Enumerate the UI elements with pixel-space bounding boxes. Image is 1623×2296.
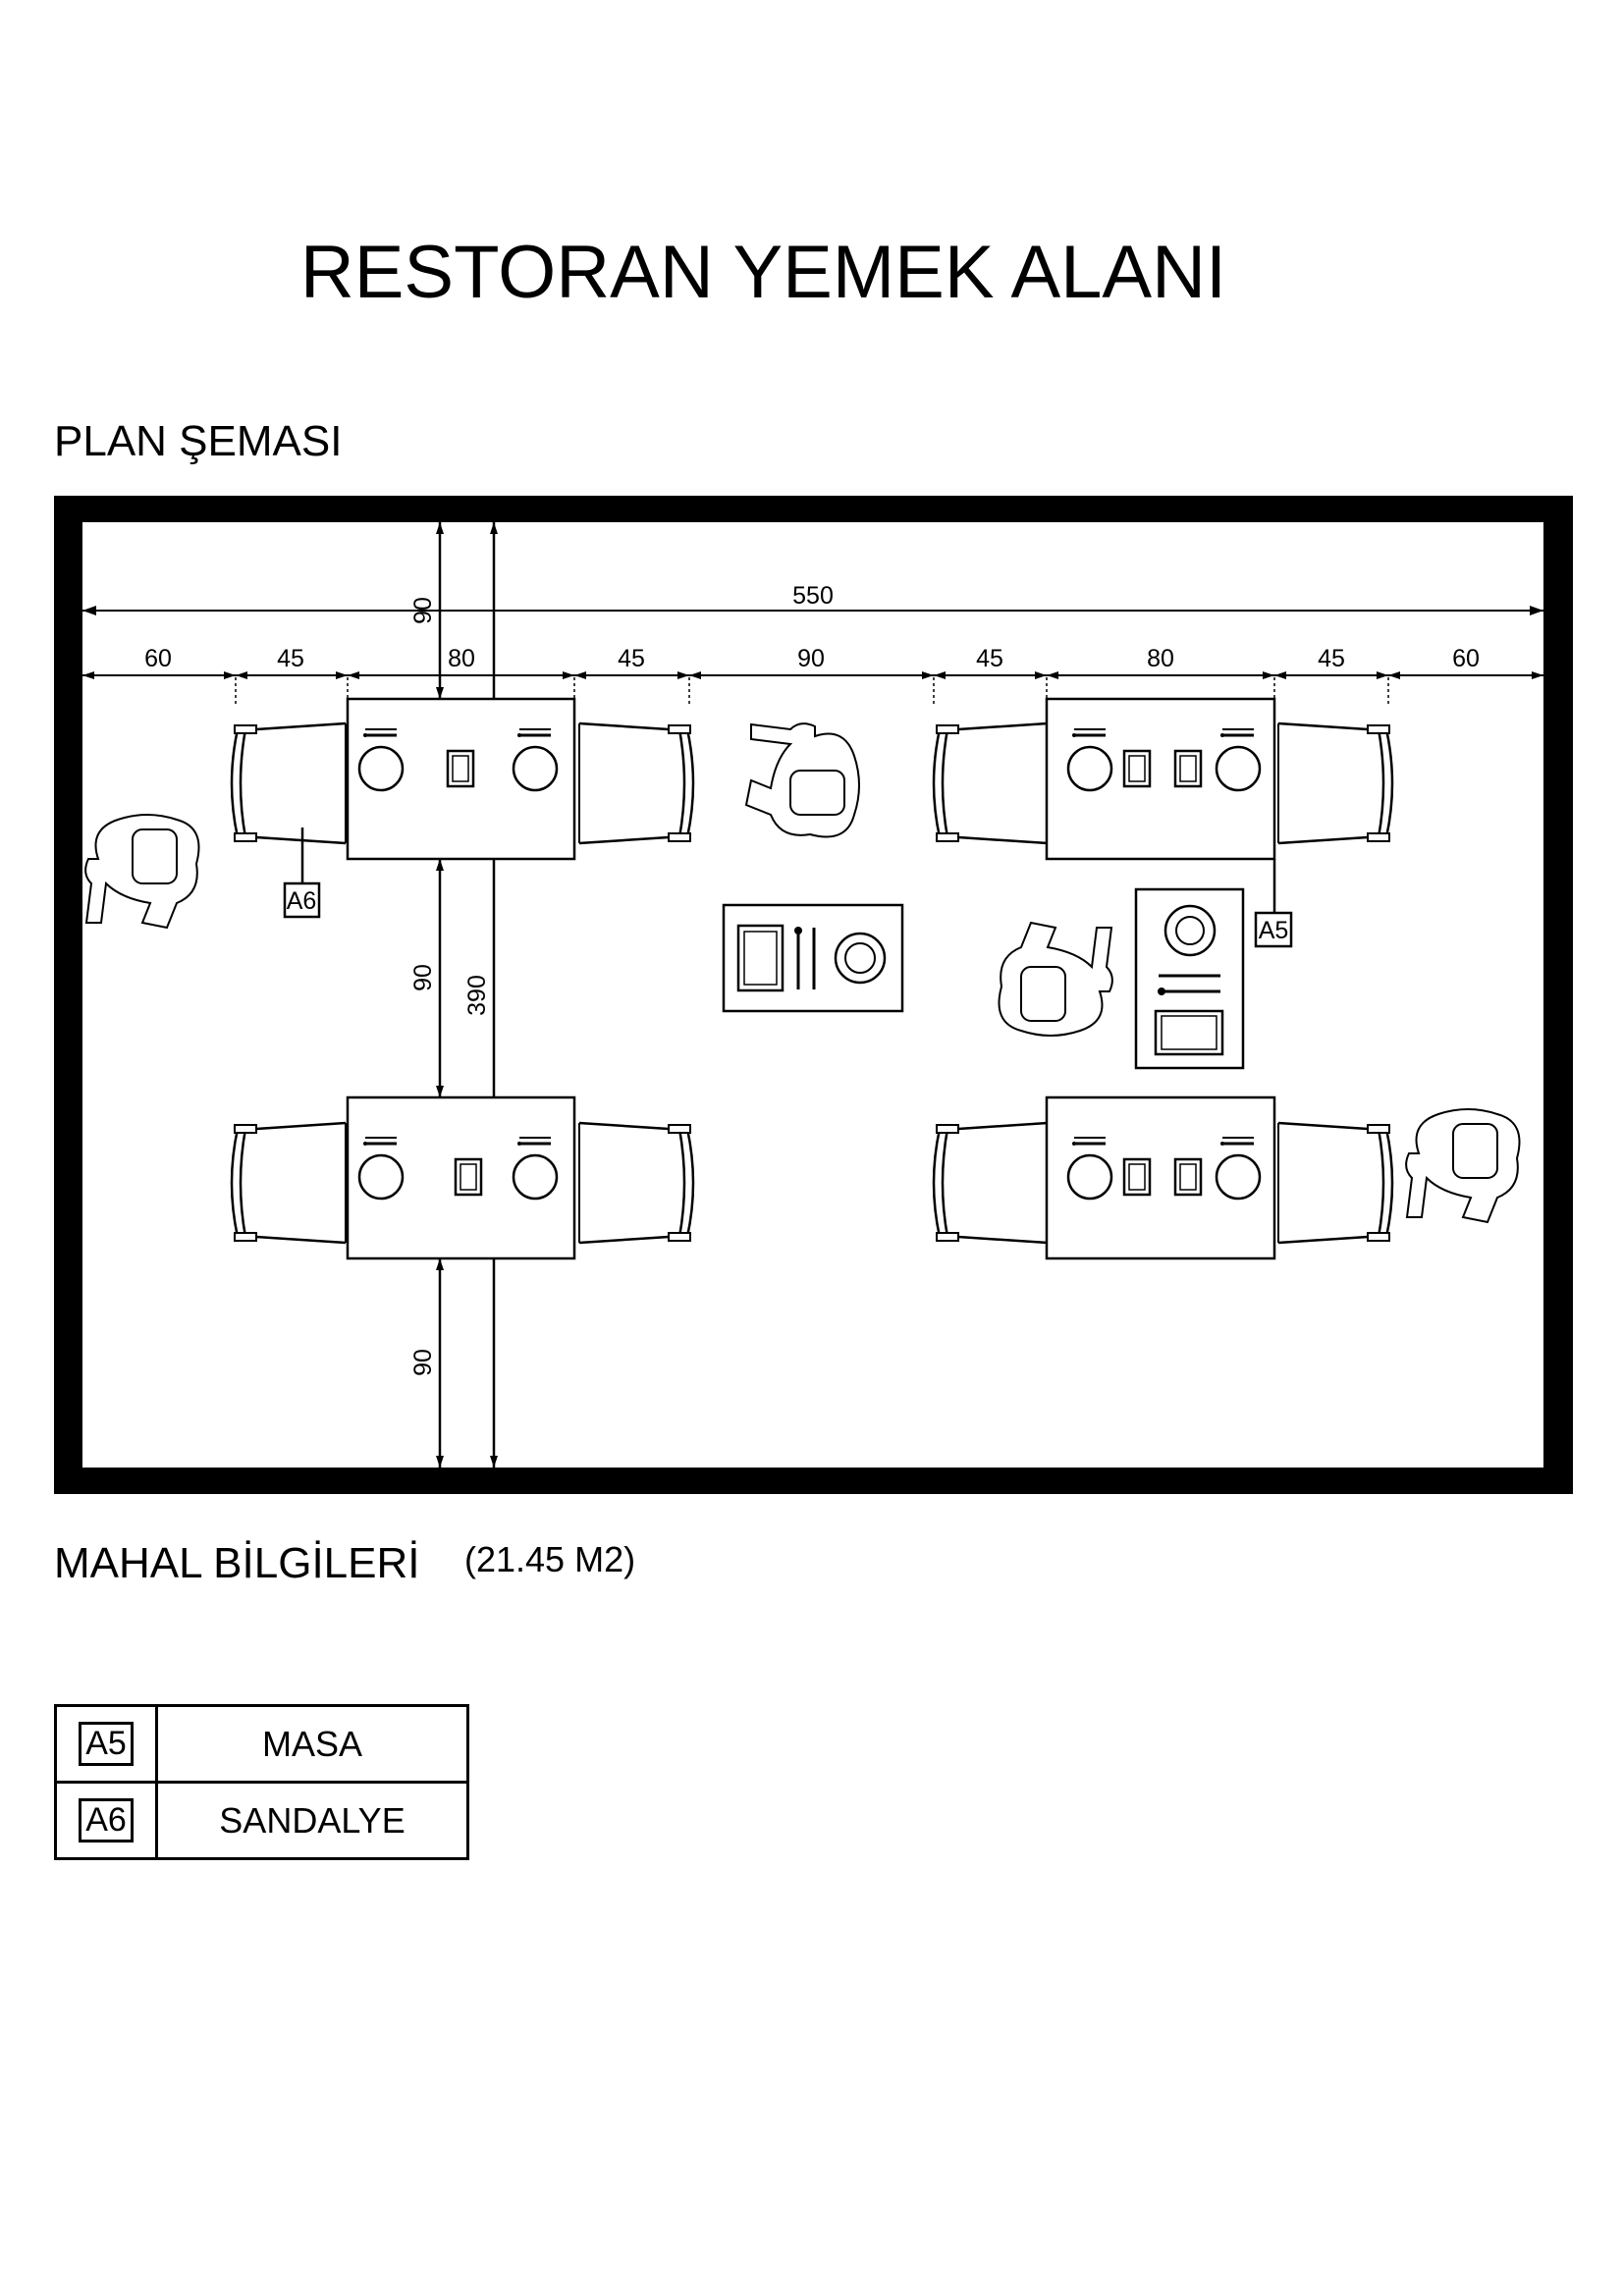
table-set-top-left	[230, 697, 695, 861]
page-title: RESTORAN YEMEK ALANI	[299, 231, 1227, 314]
dim-bottom-gap: 90	[409, 1349, 437, 1376]
dim-row-8: 60	[1452, 645, 1480, 672]
legend-row: A5 MASA	[54, 1704, 469, 1784]
legend-name: SANDALYE	[155, 1781, 469, 1860]
floor-plan: 550 60 45 80 45 90 45 80 45 60 90 60 90 …	[54, 496, 1573, 1494]
person-center	[745, 722, 860, 838]
table-tag: A5	[1259, 917, 1289, 944]
dim-row-0: 60	[144, 645, 172, 672]
person-left	[84, 814, 200, 929]
legend-row: A6 SANDALYE	[54, 1781, 469, 1860]
table-set-bottom-left	[230, 1095, 695, 1260]
legend-name: MASA	[155, 1704, 469, 1784]
table-set-top-right	[932, 697, 1394, 861]
dim-top-gap: 90	[409, 597, 437, 624]
person-right-edge	[1405, 1108, 1521, 1223]
dim-row-3: 45	[618, 645, 645, 672]
legend-code: A6	[79, 1797, 134, 1843]
service-table-right	[1134, 887, 1245, 1070]
dim-total-height: 390	[463, 975, 491, 1016]
dim-middle-gap: 90	[409, 964, 437, 991]
chair-tag: A6	[287, 887, 317, 915]
dim-total-width: 550	[792, 582, 834, 610]
dim-row-1: 45	[277, 645, 304, 672]
dim-row-4: 90	[797, 645, 825, 672]
dim-row-6: 80	[1147, 645, 1174, 672]
person-right-seated	[998, 922, 1113, 1037]
legend-table: A5 MASA A6 SANDALYE	[54, 1704, 469, 1860]
dim-row-2: 80	[448, 645, 475, 672]
section-title: MAHAL BİLGİLERİ	[54, 1539, 420, 1587]
dim-row-7: 45	[1318, 645, 1345, 672]
area-value: (21.45 M2)	[464, 1539, 636, 1579]
plan-subtitle: PLAN ŞEMASI	[54, 417, 343, 465]
service-table-center	[722, 903, 904, 1013]
dim-row-5: 45	[976, 645, 1003, 672]
table-set-bottom-right	[932, 1095, 1394, 1260]
legend-code: A5	[79, 1721, 134, 1767]
